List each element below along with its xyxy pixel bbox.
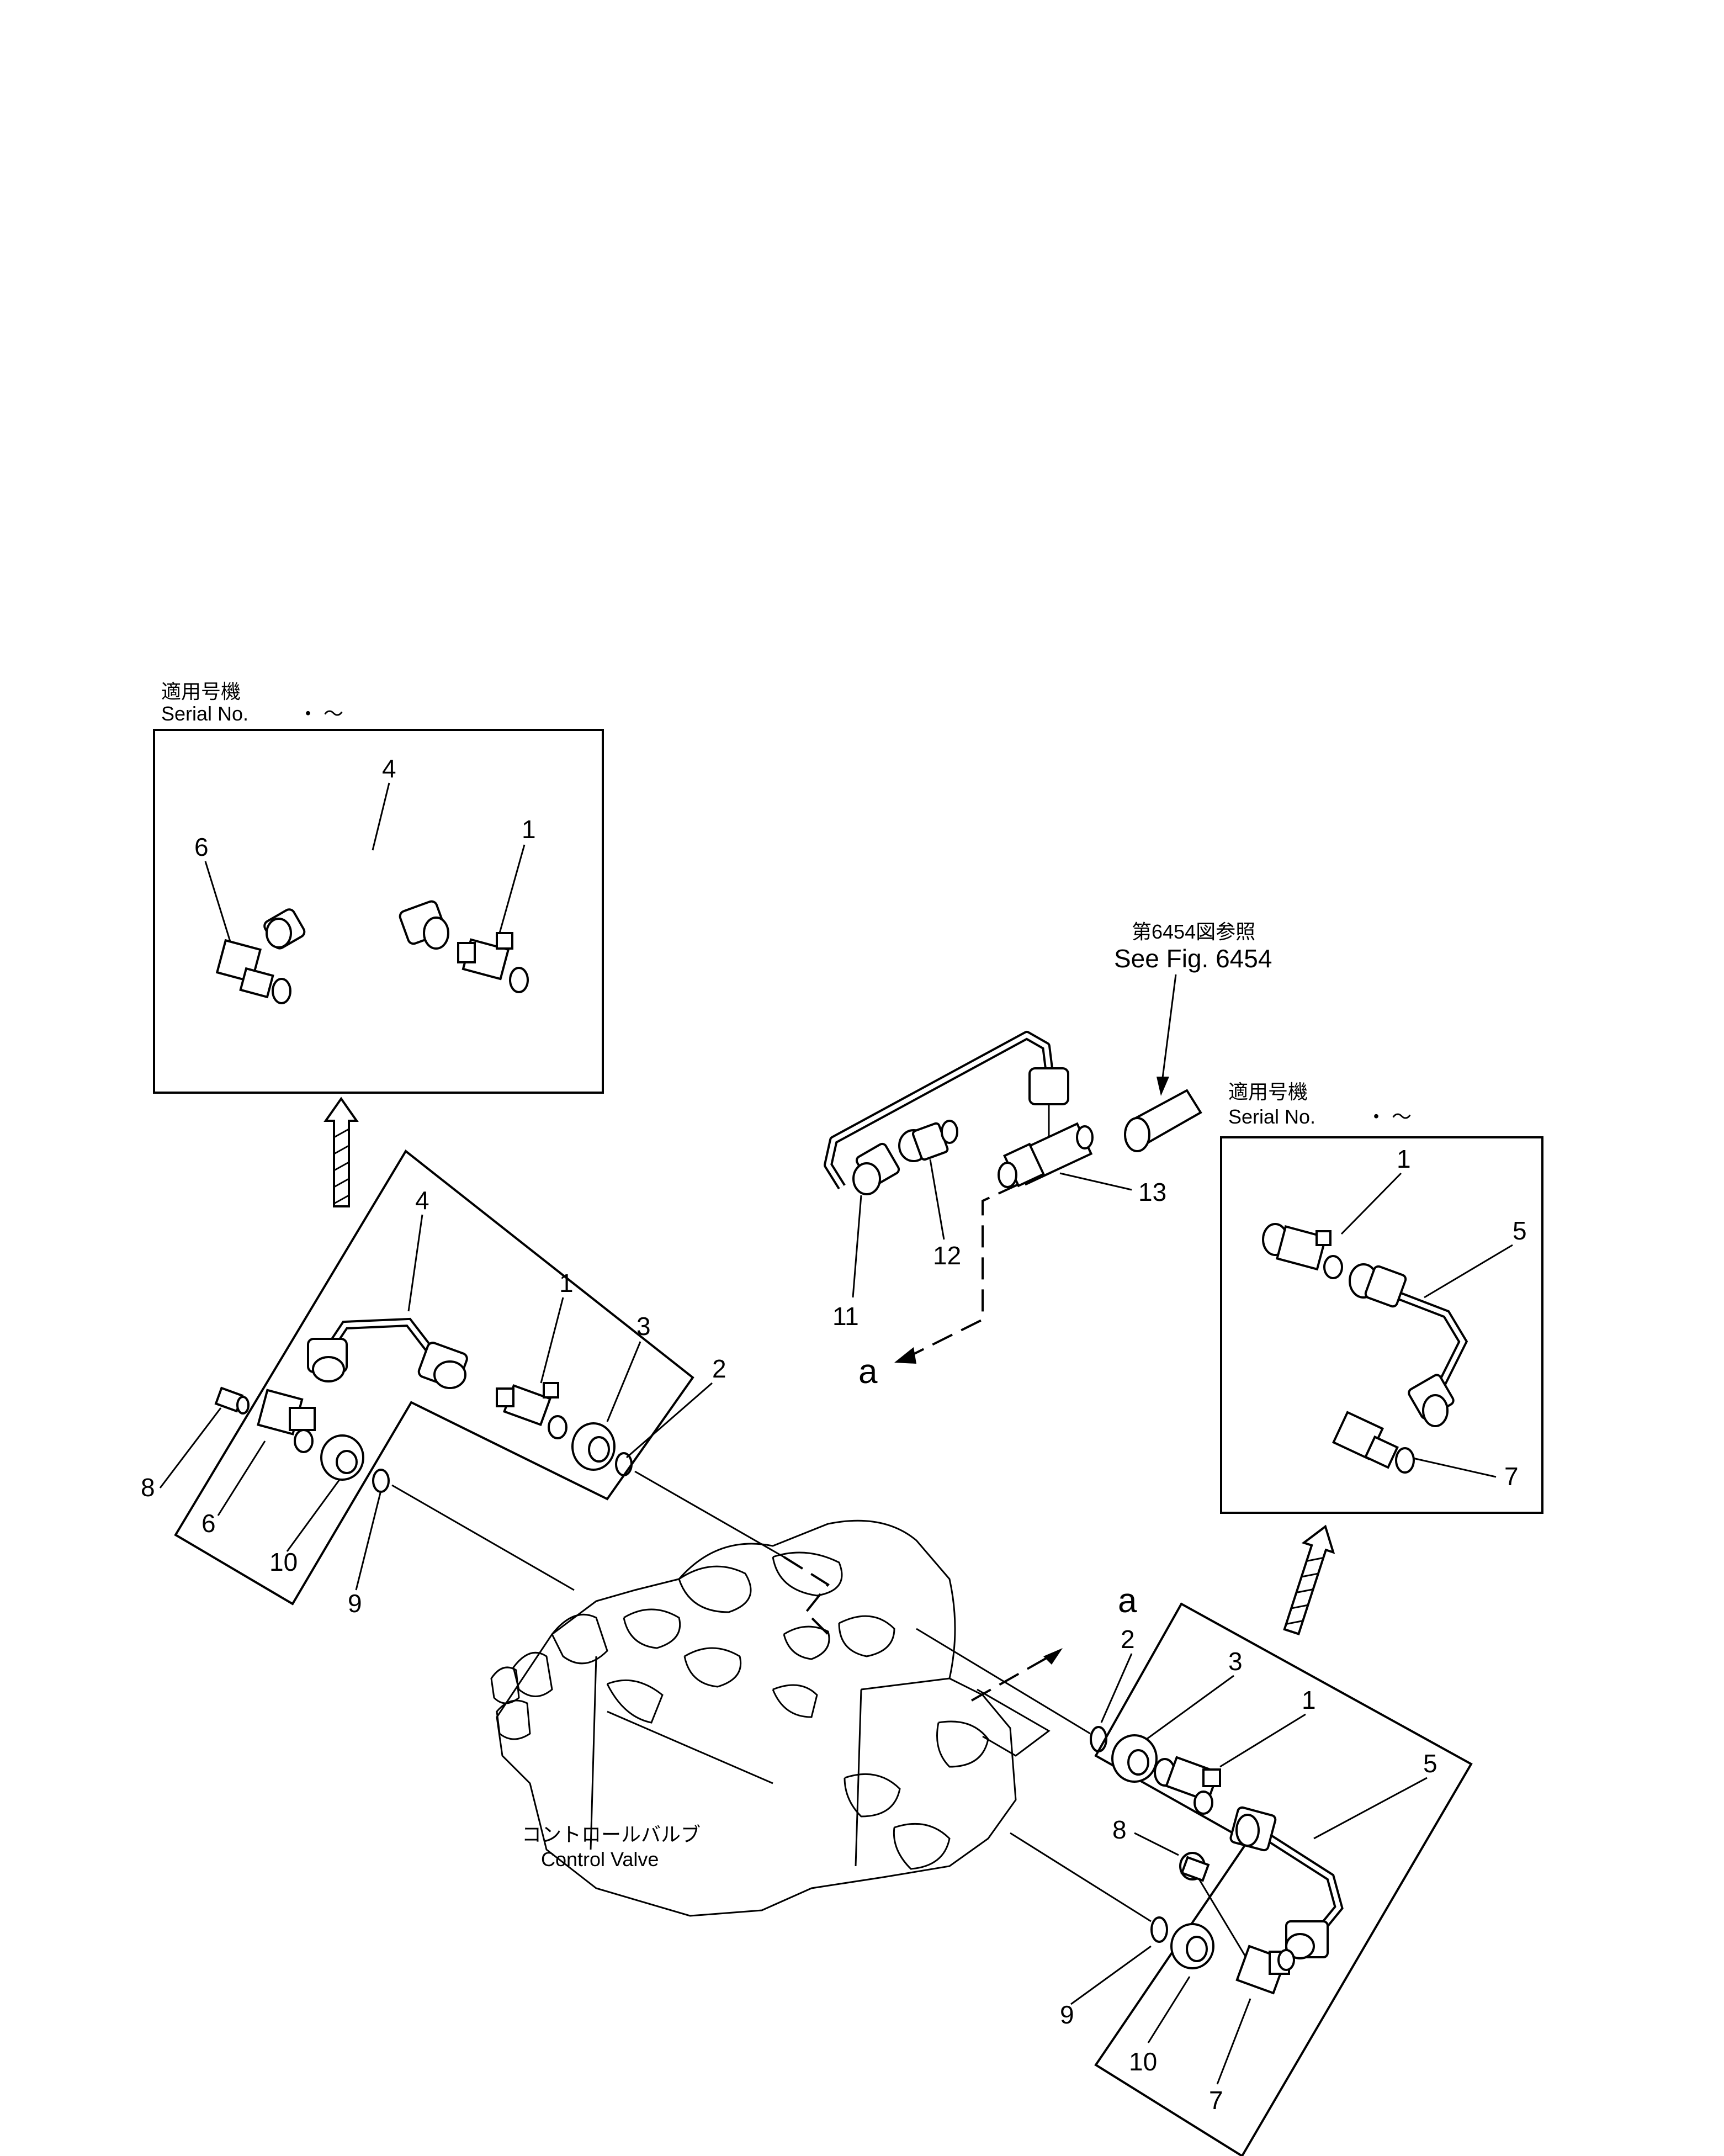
connector-label-a: a [858,1353,878,1391]
tee-1-part [1262,1223,1343,1279]
tee-1-part [1154,1756,1221,1815]
plug-8-part [1179,1852,1210,1882]
elbow-7-part [1332,1411,1415,1474]
inset-top-left-serial-range: ・ 〜 [298,702,343,725]
callout-7: 7 [1209,2086,1223,2115]
callout-12: 12 [933,1241,961,1270]
callout-3: 3 [1228,1647,1243,1676]
callout-11: 11 [832,1302,859,1331]
inset-top-left-heading-jp: 適用号機 [161,680,241,703]
left-group: 4 1 3 2 8 6 10 9 [141,1149,784,1618]
pipe-5-part [1349,1263,1468,1427]
inset-right: 適用号機 Serial No. ・ 〜 1 5 7 [1220,1080,1543,1514]
right-group-frame [1094,1602,1473,2156]
callout-4: 4 [415,1186,429,1215]
center-assembly: 第6454図参照 See Fig. 6454 11 12 [824,920,1272,1391]
up-arrow-hatched-icon [1283,1524,1335,1635]
oring-2-part [615,1452,633,1476]
callout-8: 8 [141,1473,155,1502]
callout-10: 10 [1129,2047,1157,2076]
callout-6: 6 [201,1509,216,1538]
right-group: a 2 3 1 5 8 9 10 7 [916,1582,1473,2156]
callout-2: 2 [712,1354,726,1383]
callout-4: 4 [382,754,396,783]
callout-1: 1 [1302,1686,1316,1714]
up-arrow-hatched-icon [323,1096,359,1207]
tube-11-part [824,1031,1069,1195]
callout-10: 10 [269,1548,298,1576]
callout-a: a [1118,1582,1137,1620]
inset-right-frame [1220,1136,1543,1514]
control-valve: コントロールバルブ Control Valve [490,1519,1017,1917]
inset-top-left-frame [153,729,604,1094]
reference-note-jp: 第6454図参照 [1132,920,1255,943]
plug-8-part [214,1386,250,1415]
control-valve-label-jp: コントロールバルブ [522,1823,701,1846]
callout-2: 2 [1121,1625,1135,1654]
callout-9: 9 [348,1589,362,1618]
pipe-4-part [307,1317,468,1389]
inset-top-left: 適用号機 Serial No. ・ 〜 4 6 1 [153,680,604,1094]
elbow-7-part [1235,1945,1295,1995]
callout-9: 9 [1060,2000,1074,2029]
control-valve-label-en: Control Valve [541,1848,659,1871]
callout-5: 5 [1513,1216,1527,1245]
callout-1: 1 [1397,1145,1411,1173]
pipe-5-part [1229,1806,1344,1959]
elbow-6-part [257,1389,316,1453]
oring-2-part [1090,1726,1107,1752]
callout-3: 3 [636,1312,651,1341]
reference-note-en: See Fig. 6454 [1114,944,1272,973]
callout-6: 6 [194,833,209,861]
callout-13: 13 [1138,1178,1166,1206]
tee-1-part [457,932,529,993]
callout-1: 1 [522,815,536,844]
inset-right-heading-en: Serial No. [1228,1105,1315,1128]
callout-7: 7 [1504,1462,1519,1491]
hose-part [1124,1089,1202,1152]
oring-9-part [1150,1916,1168,1943]
callout-8: 8 [1112,1815,1127,1844]
callout-1: 1 [559,1269,574,1297]
inset-right-heading-jp: 適用号機 [1228,1080,1308,1103]
elbow-6-part [215,939,291,1004]
inset-top-left-heading-en: Serial No. [161,702,248,725]
inset-right-serial-range: ・ 〜 [1366,1105,1412,1128]
tee-13-part [998,1122,1094,1188]
callout-5: 5 [1423,1749,1437,1778]
left-group-frame [174,1149,694,1606]
tee-1-part [496,1382,567,1439]
union-12-part [898,1120,958,1162]
pipe-4-part [263,873,449,950]
oring-9-part [372,1469,390,1493]
